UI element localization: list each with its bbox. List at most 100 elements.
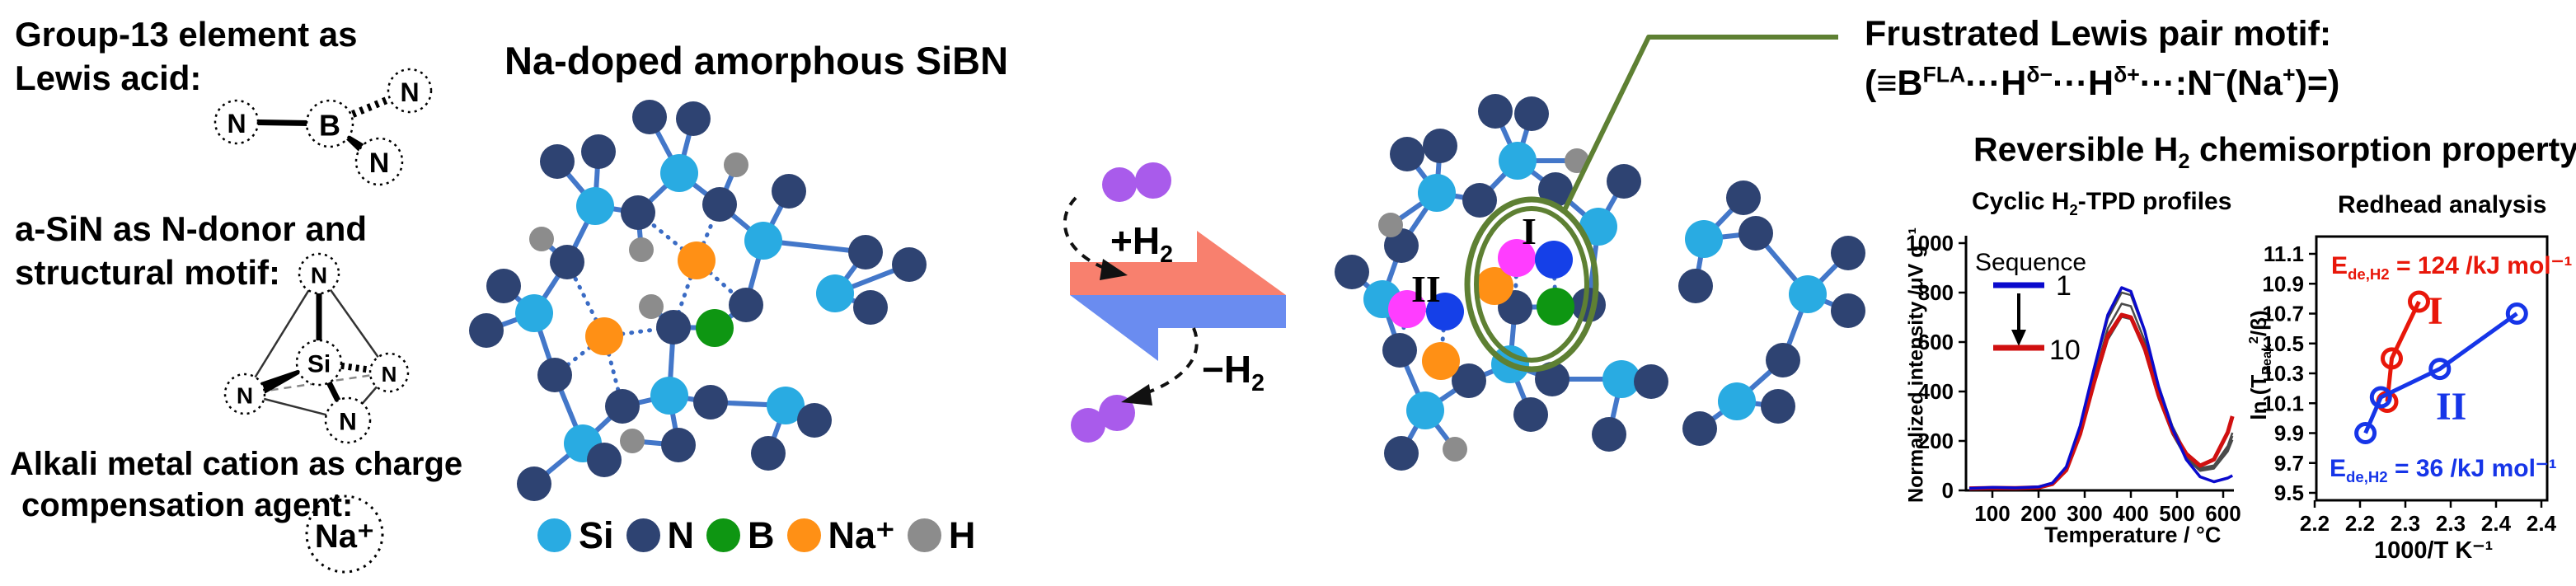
tpd-y-tick: 1000 xyxy=(1906,231,1954,255)
forward-arrow xyxy=(1070,231,1286,295)
redhead-y-tick: 10.3 xyxy=(2262,361,2304,386)
legend-item-Na⁺: Na⁺ xyxy=(786,513,895,557)
tpd-x-tick: 400 xyxy=(2113,501,2148,526)
annotation-rest: = 36 /kJ mol⁻¹ xyxy=(2387,455,2557,482)
tpd-y-tick: 200 xyxy=(1918,429,1954,453)
na-cation-circle xyxy=(305,495,384,574)
n-atom-circle xyxy=(354,137,404,186)
redhead-y-tick: 11.1 xyxy=(2264,241,2304,266)
n-atom-label: N xyxy=(382,362,397,387)
bn3-diagram: N B N N xyxy=(213,68,433,186)
tpd-title-text: Cyclic H xyxy=(1972,188,2070,215)
flp-part: )=) xyxy=(2295,63,2340,103)
legend-item-label: H xyxy=(948,513,976,556)
plus-h2-label: +H2 xyxy=(1110,218,1173,270)
redhead-x-tick: 2.3 xyxy=(2436,511,2466,536)
n-atom-label: N xyxy=(227,109,246,138)
b-atom-circle xyxy=(305,99,354,148)
redhead-ylabel-sub: Peak xyxy=(2259,344,2274,375)
h2-in-dashed-arrow xyxy=(1063,196,1114,273)
tpd-x-tick: 300 xyxy=(2067,501,2102,526)
redhead-data-point-II xyxy=(2505,302,2528,325)
redhead-x-axis-label: 1000/T K⁻¹ xyxy=(2374,537,2494,564)
redhead-data-point-II xyxy=(2354,422,2377,444)
tetra-edge xyxy=(317,273,391,373)
tpd-x-tick: 100 xyxy=(1974,501,2010,526)
redhead-series-line-II xyxy=(2363,312,2518,434)
n-atom-label: N xyxy=(339,409,357,436)
flp-part: ···:N xyxy=(2139,63,2213,103)
reaction-arrows xyxy=(1063,162,1286,443)
property-heading-subscript: 2 xyxy=(2178,150,2190,174)
alkali-caption-line2: compensation agent: xyxy=(21,487,354,524)
backward-arrow xyxy=(1070,295,1286,361)
tpd-legend-last-label: 10 xyxy=(2049,335,2081,366)
tpd-title-rest: -TPD profiles xyxy=(2077,188,2232,215)
redhead-y-tick: 9.9 xyxy=(2274,421,2304,446)
minus-h2-subscript: 2 xyxy=(1251,370,1265,397)
n-atom-circle xyxy=(213,99,260,145)
redhead-data-point-I xyxy=(2381,347,2403,370)
plus-h2-subscript: 2 xyxy=(1160,241,1173,269)
legend-item-label: Na⁺ xyxy=(828,514,895,556)
h2-molecule-bottom xyxy=(1099,395,1135,431)
n-atom-circle xyxy=(368,352,410,393)
redhead-ylabel-rest: /β) xyxy=(2245,310,2271,337)
redhead-x-tick: 2.3 xyxy=(2391,511,2420,536)
n-atom-circle xyxy=(223,373,266,415)
n-atom-label: N xyxy=(400,77,419,107)
sibn-network-dehydrogenated xyxy=(469,100,927,501)
flp-sup: + xyxy=(2283,62,2296,87)
redhead-annotation-motif1: Ede,H2 = 124 /kJ mol⁻¹ xyxy=(2331,251,2572,284)
h2-molecule-top xyxy=(1102,167,1137,202)
redhead-y-tick: 10.1 xyxy=(2262,391,2304,415)
redhead-y-tick: 10.9 xyxy=(2262,271,2304,296)
asin-caption: a-SiN as N-donor and structural motif: xyxy=(15,208,367,295)
motif-2-label: II xyxy=(1411,268,1441,310)
asin-caption-line2: structural motif: xyxy=(15,252,281,292)
legend-item-label: B xyxy=(748,513,775,556)
legend-item-B: B xyxy=(706,514,775,557)
group13-caption: Group-13 element as Lewis acid: xyxy=(15,13,357,101)
legend-item-N: N xyxy=(626,514,694,557)
tpd-x-axis-label: Temperature / °C xyxy=(2044,523,2222,547)
flp-part: ···H xyxy=(1965,63,2027,103)
n-atom-circle xyxy=(298,252,340,295)
tpd-x-tick: 200 xyxy=(2020,501,2056,526)
h2-out-dashed-arrow xyxy=(1145,327,1199,395)
legend-color-dot xyxy=(626,518,660,552)
tpd-curve-sequence-1 xyxy=(1968,286,2234,490)
tpd-y-tick: 400 xyxy=(1918,379,1954,404)
flp-part: ···H xyxy=(2053,63,2114,103)
redhead-x-tick: 2.4 xyxy=(2527,511,2557,536)
flp-sup: FLA xyxy=(1922,62,1966,87)
property-heading-rest: chemisorption property xyxy=(2189,130,2576,168)
motif-circle-inner xyxy=(1474,206,1589,363)
redhead-y-tick: 10.5 xyxy=(2262,331,2304,356)
tpd-title: Cyclic H2-TPD profiles xyxy=(1972,186,2231,219)
flp-formula: (≡BFLA···Hδ−···Hδ+···:N−(Na+)=) xyxy=(1865,61,2339,105)
redhead-y-tick: 9.5 xyxy=(2274,481,2304,505)
redhead-series-line-I xyxy=(2385,300,2421,402)
motif-callout-line xyxy=(1560,35,1838,215)
minus-h2-text: −H xyxy=(1202,348,1252,391)
redhead-y-tick: 10.7 xyxy=(2262,302,2304,326)
h2-molecule-top xyxy=(1135,162,1171,199)
b-atom-label: B xyxy=(319,109,340,143)
redhead-title: Redhead analysis xyxy=(2338,191,2547,218)
redhead-series-2-label: II xyxy=(2436,385,2467,429)
tpd-legend-arrow xyxy=(2011,330,2026,346)
redhead-data-point-II xyxy=(2428,358,2452,381)
motif-circle-outer xyxy=(1464,196,1599,373)
annotation-sub: de,H2 xyxy=(2348,265,2390,283)
alkali-caption: Alkali metal cation as charge compensati… xyxy=(10,443,462,527)
tetra-edge xyxy=(243,273,321,395)
tpd-y-tick: 800 xyxy=(1918,280,1954,305)
n-atom-label: N xyxy=(369,148,390,179)
tpd-legend-title: Sequence xyxy=(1975,249,2086,276)
n-atom-circle xyxy=(324,396,372,444)
flp-sup: δ− xyxy=(2026,62,2053,87)
